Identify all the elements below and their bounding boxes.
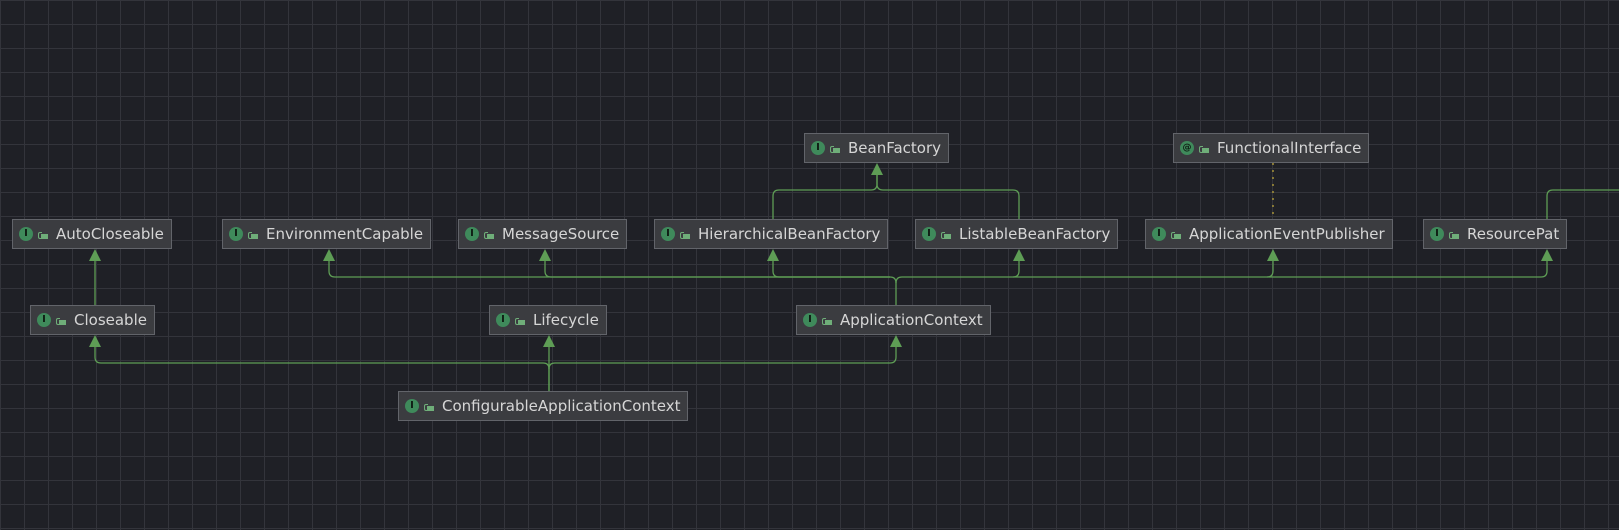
node-bean-factory[interactable]: I BeanFactory xyxy=(804,133,950,163)
node-lifecycle[interactable]: I Lifecycle xyxy=(489,305,607,335)
public-access-icon xyxy=(830,144,840,153)
node-configurable-application-context[interactable]: I ConfigurableApplicationContext xyxy=(398,391,689,421)
node-hierarchical-bean-factory[interactable]: I HierarchicalBeanFactory xyxy=(654,219,889,249)
node-label: AutoCloseable xyxy=(56,225,164,243)
public-access-icon xyxy=(680,230,690,239)
annotation-icon: @ xyxy=(1180,141,1194,155)
node-label: Lifecycle xyxy=(533,311,599,329)
arrowhead-publisher xyxy=(1267,249,1279,261)
node-label: ApplicationEventPublisher xyxy=(1189,225,1385,243)
interface-icon: I xyxy=(19,227,33,241)
arrowhead-closeable xyxy=(89,335,101,347)
arrowhead-hierarchical xyxy=(767,249,779,261)
edge-configurable-to-closeable xyxy=(94,347,550,391)
node-label: MessageSource xyxy=(502,225,620,243)
arrowhead-autocloseable xyxy=(89,249,101,261)
node-environment-capable[interactable]: I EnvironmentCapable xyxy=(222,219,432,249)
node-label: ApplicationContext xyxy=(840,311,983,329)
interface-icon: I xyxy=(229,227,243,241)
interface-icon: I xyxy=(465,227,479,241)
interface-icon: I xyxy=(496,313,510,327)
node-application-context[interactable]: I ApplicationContext xyxy=(796,305,991,335)
node-label: HierarchicalBeanFactory xyxy=(698,225,881,243)
edge-appctx-to-publisher xyxy=(1013,261,1274,278)
arrowhead-messagesource xyxy=(539,249,551,261)
public-access-icon xyxy=(248,230,258,239)
node-auto-closeable[interactable]: I AutoCloseable xyxy=(12,219,172,249)
node-label: ListableBeanFactory xyxy=(959,225,1111,243)
edge-resourcepattern-to-parent xyxy=(1546,189,1619,219)
node-label: Closeable xyxy=(74,311,147,329)
node-resource-pattern-resolver[interactable]: I ResourcePat xyxy=(1423,219,1568,249)
public-access-icon xyxy=(941,230,951,239)
node-label: ResourcePat xyxy=(1467,225,1560,243)
edge-configurable-to-appctx xyxy=(548,347,897,370)
public-access-icon xyxy=(515,316,525,325)
edge-appctx-to-resourcepattern xyxy=(1267,261,1548,278)
interface-icon: I xyxy=(1152,227,1166,241)
public-access-icon xyxy=(38,230,48,239)
arrowhead-lifecycle xyxy=(543,335,555,347)
interface-icon: I xyxy=(405,399,419,413)
edge-appctx-to-hierarchical xyxy=(772,261,890,278)
edge-appctx-to-messagesource xyxy=(544,261,890,278)
edge-listable-to-beanfactory xyxy=(876,175,1020,219)
interface-icon: I xyxy=(811,141,825,155)
public-access-icon xyxy=(424,402,434,411)
arrowhead-listable xyxy=(1013,249,1025,261)
arrowhead-beanfactory xyxy=(871,163,883,175)
node-application-event-publisher[interactable]: I ApplicationEventPublisher xyxy=(1145,219,1393,249)
node-functional-interface[interactable]: @ FunctionalInterface xyxy=(1173,133,1370,163)
public-access-icon xyxy=(1171,230,1181,239)
edge-appctx-to-listable xyxy=(895,261,1020,284)
interface-icon: I xyxy=(37,313,51,327)
node-message-source[interactable]: I MessageSource xyxy=(458,219,628,249)
public-access-icon xyxy=(484,230,494,239)
node-listable-bean-factory[interactable]: I ListableBeanFactory xyxy=(915,219,1119,249)
arrowhead-environment xyxy=(323,249,335,261)
interface-icon: I xyxy=(661,227,675,241)
node-closeable[interactable]: I Closeable xyxy=(30,305,155,335)
node-label: ConfigurableApplicationContext xyxy=(442,397,681,415)
arrowhead-resourcepattern xyxy=(1541,249,1553,261)
public-access-icon xyxy=(1199,144,1209,153)
node-label: FunctionalInterface xyxy=(1217,139,1362,157)
interface-icon: I xyxy=(922,227,936,241)
node-label: EnvironmentCapable xyxy=(266,225,424,243)
public-access-icon xyxy=(1449,230,1459,239)
public-access-icon xyxy=(56,316,66,325)
interface-icon: I xyxy=(803,313,817,327)
edge-hierarchical-to-beanfactory xyxy=(772,175,878,219)
arrowhead-appctx xyxy=(890,335,902,347)
public-access-icon xyxy=(822,316,832,325)
node-label: BeanFactory xyxy=(848,139,942,157)
edge-appctx-to-environment xyxy=(328,261,897,305)
interface-icon: I xyxy=(1430,227,1444,241)
